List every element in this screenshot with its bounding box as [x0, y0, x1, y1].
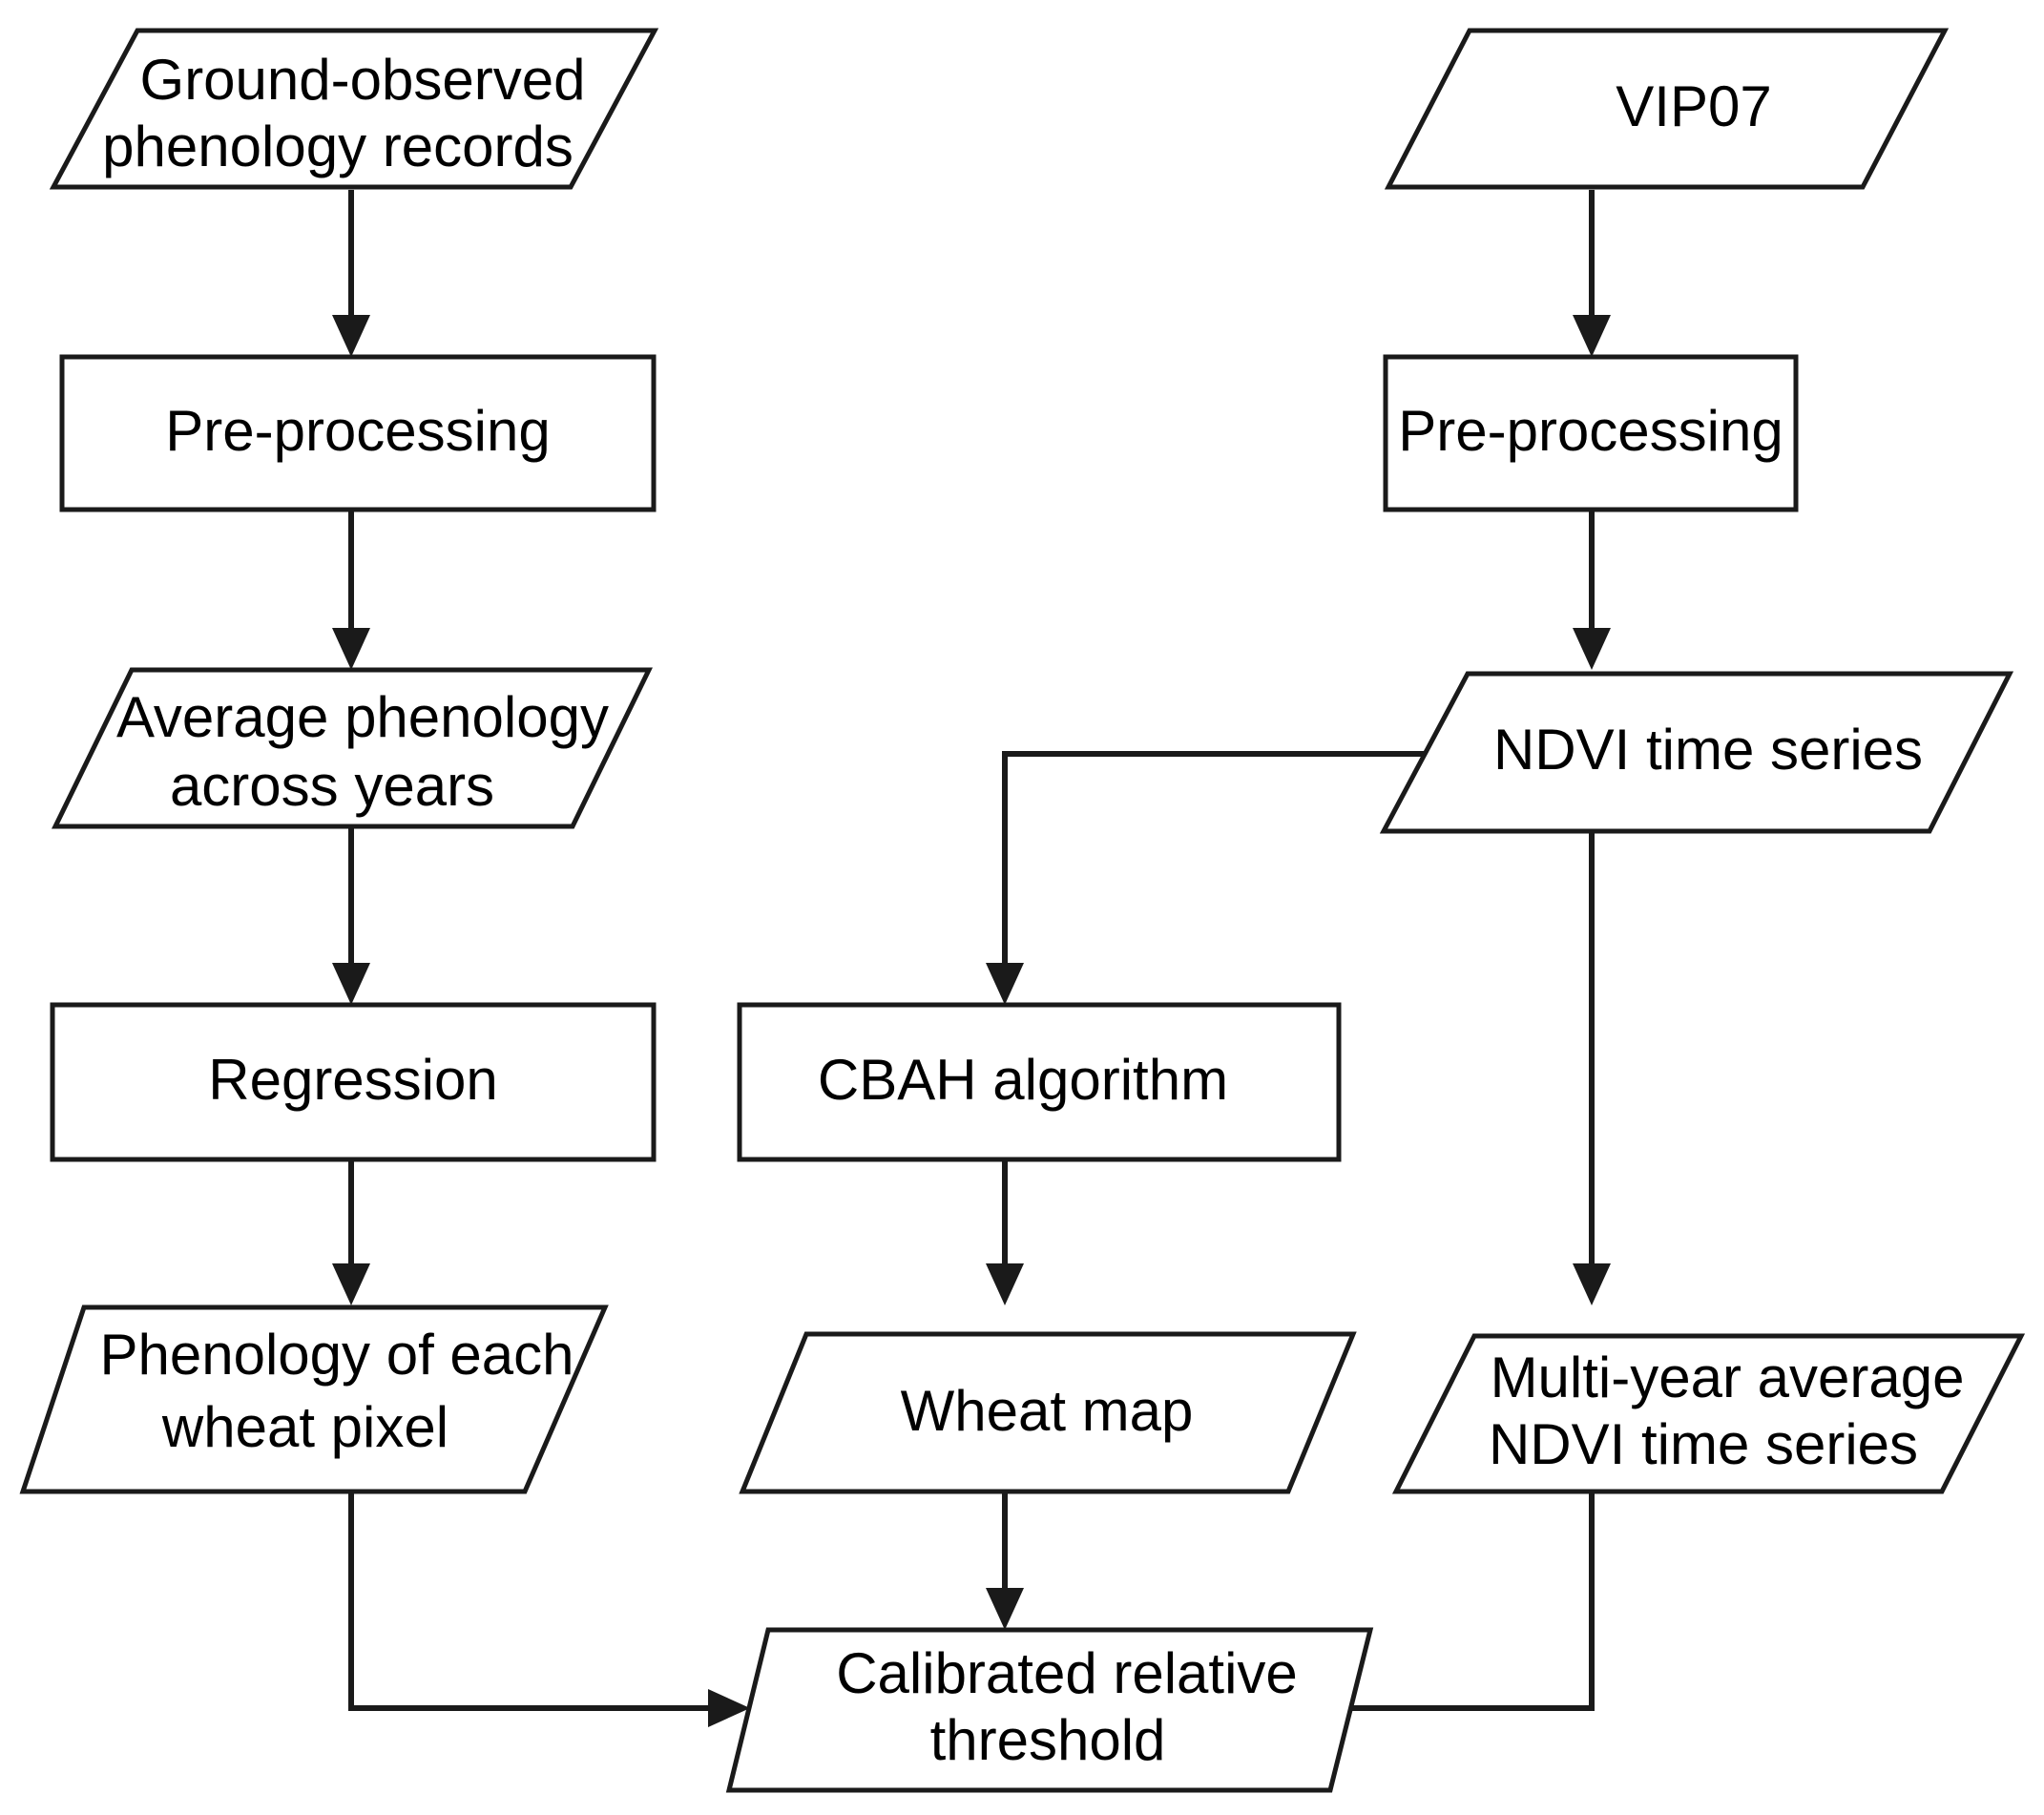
- node-ndvi-time-series-label: NDVI time series: [1493, 718, 1923, 782]
- node-wheat-map-label: Wheat map: [901, 1379, 1194, 1443]
- node-ndvi-time-series[interactable]: NDVI time series: [1379, 671, 2014, 834]
- node-ground-observed-shape: [49, 28, 659, 190]
- node-vip07-shape: [1384, 28, 1950, 190]
- edges-layer: [332, 190, 1611, 1727]
- node-regression-shape: [50, 1002, 657, 1162]
- edge-preprocessing-left-to-average-phenology: [332, 509, 370, 670]
- node-average-phenology-line1: Average phenology: [116, 685, 609, 749]
- node-phenology-pixel-line1: Phenology of each: [99, 1323, 574, 1387]
- node-ground-observed[interactable]: Ground-observed phenology records: [49, 28, 659, 190]
- node-average-phenology-line2: across years: [170, 754, 494, 818]
- node-phenology-pixel-line2: wheat pixel: [161, 1395, 448, 1459]
- edge-cbah-algorithm-to-wheat-map: [986, 1159, 1024, 1305]
- node-calibrated-threshold-shape: [725, 1627, 1374, 1793]
- edge-ndvi-time-series-to-cbah-algorithm: [986, 751, 1424, 1005]
- node-calibrated-threshold-line2: threshold: [930, 1708, 1166, 1772]
- node-phenology-pixel-shape: [19, 1304, 609, 1494]
- node-multi-year-ndvi-shape: [1391, 1333, 2026, 1494]
- edge-regression-to-phenology-pixel: [332, 1159, 370, 1305]
- node-cbah-algorithm-shape: [737, 1002, 1342, 1162]
- node-preprocessing-left-label: Pre-processing: [165, 399, 551, 463]
- edge-ground-observed-to-preprocessing-left: [332, 190, 370, 357]
- node-multi-year-ndvi-line2: NDVI time series: [1489, 1412, 1918, 1476]
- node-phenology-pixel[interactable]: Phenology of each wheat pixel: [19, 1304, 609, 1494]
- nodes-layer: Ground-observed phenology records Pre-pr…: [19, 28, 2026, 1793]
- edge-average-phenology-to-regression: [332, 828, 370, 1005]
- node-cbah-algorithm[interactable]: CBAH algorithm: [737, 1002, 1342, 1162]
- node-ndvi-time-series-shape: [1379, 671, 2014, 834]
- node-preprocessing-right-shape: [1383, 354, 1799, 512]
- node-wheat-map[interactable]: Wheat map: [739, 1331, 1357, 1494]
- node-preprocessing-right-label: Pre-processing: [1398, 399, 1783, 463]
- edge-phenology-pixel-to-calibrated-threshold: [348, 1493, 750, 1727]
- node-ground-observed-line2: phenology records: [102, 115, 574, 178]
- node-average-phenology-shape: [51, 667, 654, 829]
- node-calibrated-threshold[interactable]: Calibrated relative threshold: [725, 1627, 1374, 1793]
- node-preprocessing-right[interactable]: Pre-processing: [1383, 354, 1799, 512]
- node-calibrated-threshold-line1: Calibrated relative: [836, 1641, 1298, 1705]
- node-preprocessing-left[interactable]: Pre-processing: [59, 354, 657, 512]
- node-preprocessing-left-shape: [59, 354, 657, 512]
- edge-ndvi-time-series-to-multi-year-ndvi: [1573, 832, 1611, 1305]
- node-cbah-algorithm-label: CBAH algorithm: [818, 1048, 1228, 1112]
- node-multi-year-ndvi[interactable]: Multi-year average NDVI time series: [1391, 1333, 2026, 1494]
- edge-vip07-to-preprocessing-right: [1573, 190, 1611, 357]
- node-regression-label: Regression: [208, 1048, 498, 1112]
- node-vip07-label: VIP07: [1616, 74, 1771, 138]
- edge-wheat-map-to-calibrated-threshold: [986, 1492, 1024, 1630]
- node-vip07[interactable]: VIP07: [1384, 28, 1950, 190]
- node-average-phenology[interactable]: Average phenology across years: [51, 667, 654, 829]
- edge-preprocessing-right-to-ndvi-time-series: [1573, 509, 1611, 670]
- node-multi-year-ndvi-line1: Multi-year average: [1491, 1346, 1965, 1409]
- node-ground-observed-line1: Ground-observed: [140, 48, 586, 112]
- node-wheat-map-shape: [739, 1331, 1357, 1494]
- node-regression[interactable]: Regression: [50, 1002, 657, 1162]
